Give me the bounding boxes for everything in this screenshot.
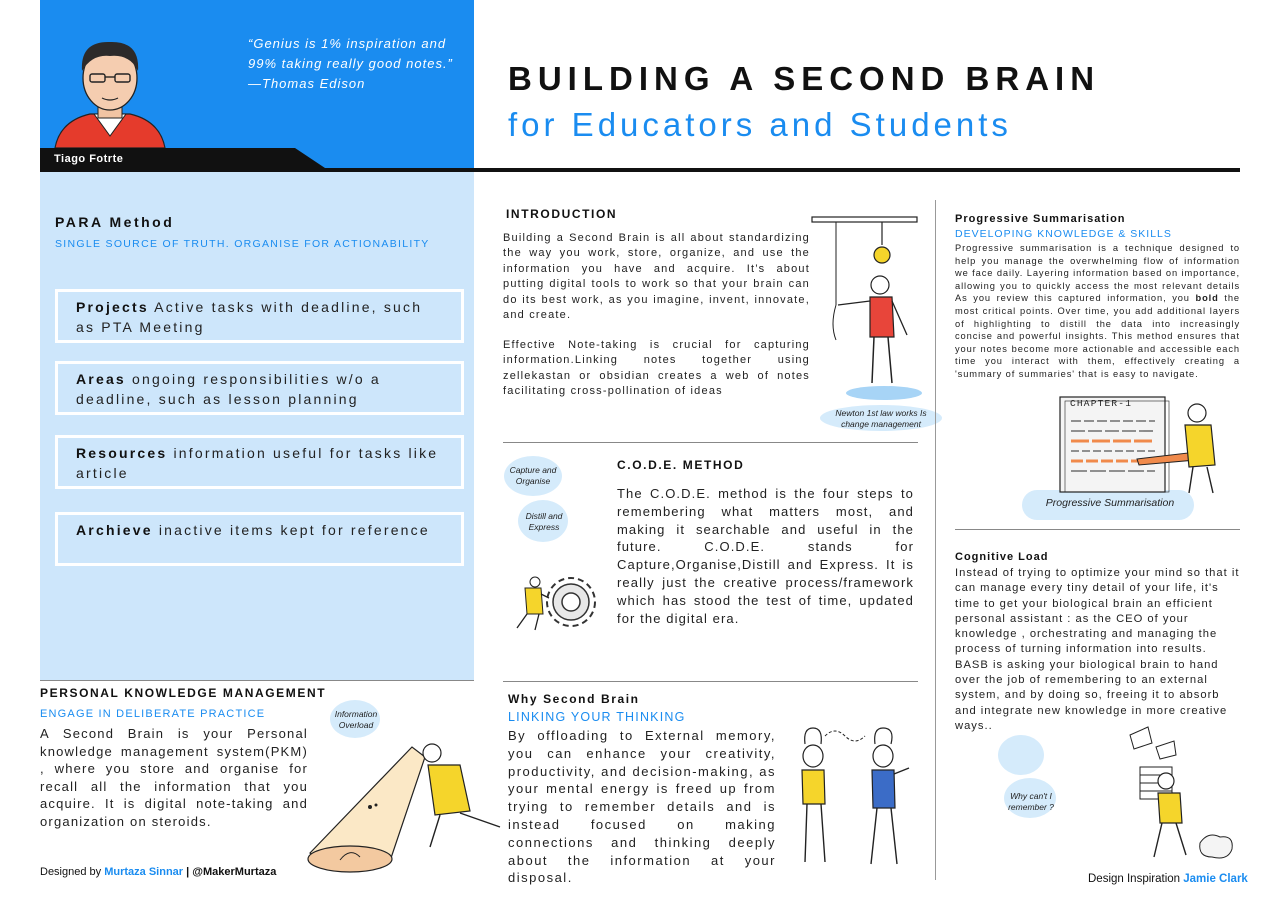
ps-body-part-b: the most critical points. Over time, you… (955, 293, 1241, 379)
credit-separator: | (183, 866, 193, 878)
code-method-body: The C.O.D.E. method is the four steps to… (617, 486, 914, 626)
gear-icon (516, 576, 596, 631)
author-name-tab: Tiago Fotrte (40, 148, 330, 170)
author-avatar (54, 41, 166, 149)
bubble-blob (504, 456, 562, 496)
para-heading: PARA Method (55, 214, 175, 230)
pkm-divider (40, 680, 474, 681)
distill-express-bubble: Distill and Express (525, 511, 563, 532)
pkm-heading: PERSONAL KNOWLEDGE MANAGEMENT (40, 686, 327, 700)
para-item-desc: inactive items kept for reference (152, 522, 430, 538)
cognitive-overload-illustration (1129, 726, 1233, 859)
code-method-heading: C.O.D.E. METHOD (617, 458, 745, 472)
information-overload-bubble: Information Overload (334, 709, 378, 730)
page-subtitle: for Educators and Students (508, 106, 1012, 143)
progressive-summarisation-subheading: DEVELOPING KNOWLEDGE & SKILLS (955, 228, 1172, 240)
why-second-brain-body: By offloading to External memory, you ca… (508, 728, 776, 886)
bubble-blob (330, 700, 380, 738)
inspiration-name: Jamie Clark (1183, 873, 1248, 885)
para-item-desc: information useful for tasks like articl… (76, 445, 439, 481)
para-item-resources: Resources information useful for tasks l… (55, 435, 464, 489)
para-item-desc: Active tasks with deadline, such as PTA … (76, 299, 423, 335)
inspiration-prefix: Design Inspiration (1088, 873, 1184, 885)
para-subheading: SINGLE SOURCE OF TRUTH. ORGANISE FOR ACT… (55, 238, 430, 250)
newton-law-bubble: Newton 1st law works Is change managemen… (835, 408, 927, 429)
caption-blob (1022, 490, 1194, 520)
designer-credit: Designed by Murtaza Sinnar | @MakerMurta… (40, 866, 276, 878)
column-divider (935, 200, 936, 880)
designer-handle: @MakerMurtaza (192, 866, 277, 878)
header-divider (40, 168, 1240, 172)
bubble-blob (998, 735, 1044, 775)
progressive-summarisation-heading: Progressive Summarisation (955, 213, 1126, 225)
progressive-divider (955, 529, 1240, 530)
why-second-brain-heading: Why Second Brain (508, 692, 640, 706)
cognitive-load-body: Instead of trying to optimize your mind … (955, 567, 1240, 732)
code-divider (503, 681, 918, 682)
intro-paragraph-1: Building a Second Brain is all about sta… (503, 232, 810, 322)
intro-divider (503, 442, 918, 443)
linking-thinking-illustration (801, 727, 910, 865)
why-second-brain-subheading: LINKING YOUR THINKING (508, 710, 686, 724)
ps-body-bold: bold (1195, 293, 1219, 304)
progressive-summarisation-body: Progressive summarisation is a technique… (955, 242, 1240, 381)
author-name: Tiago Fotrte (54, 153, 124, 165)
para-item-archieve: Archieve inactive items kept for referen… (55, 512, 464, 566)
capture-organise-bubble: Capture and Organise (509, 465, 557, 486)
para-item-desc: ongoing responsibilities w/o a deadline,… (76, 371, 381, 407)
progressive-summarisation-caption: Progressive Summarisation (1045, 497, 1175, 509)
design-inspiration-credit: Design Inspiration Jamie Clark (1088, 873, 1248, 885)
ps-body-part-a: Progressive summarisation is a technique… (955, 243, 1240, 304)
lightbulb-figure-illustration (811, 216, 922, 400)
why-cant-remember-bubble: Why can't I remember ? (1008, 791, 1054, 812)
bubble-blob (820, 405, 942, 431)
pkm-subheading: ENGAGE IN DELIBERATE PRACTICE (40, 708, 266, 720)
chapter-label: CHAPTER-1 (1070, 398, 1133, 409)
page-title: BUILDING A SECOND BRAIN (508, 60, 1101, 97)
pkm-body: A Second Brain is your Personal knowledg… (40, 726, 308, 829)
edison-quote: “Genius is 1% inspiration and 99% taking… (248, 36, 453, 91)
para-item-projects: Projects Active tasks with deadline, suc… (55, 289, 464, 343)
credit-prefix: Designed by (40, 866, 105, 878)
intro-heading: INTRODUCTION (506, 207, 618, 221)
intro-paragraph-2: Effective Note-taking is crucial for cap… (503, 339, 810, 398)
cognitive-load-heading: Cognitive Load (955, 551, 1049, 563)
para-item-areas: Areas ongoing responsibilities w/o a dea… (55, 361, 464, 415)
chapter-page-illustration (1059, 396, 1216, 494)
para-item-term: Projects (76, 299, 149, 315)
para-item-term: Areas (76, 371, 126, 387)
designer-name: Murtaza Sinnar (104, 866, 184, 878)
bubble-blob (1004, 778, 1056, 818)
information-overload-illustration (307, 743, 501, 873)
bubble-blob (518, 500, 568, 542)
para-panel (40, 172, 474, 680)
para-item-term: Resources (76, 445, 168, 461)
para-item-term: Archieve (76, 522, 153, 538)
